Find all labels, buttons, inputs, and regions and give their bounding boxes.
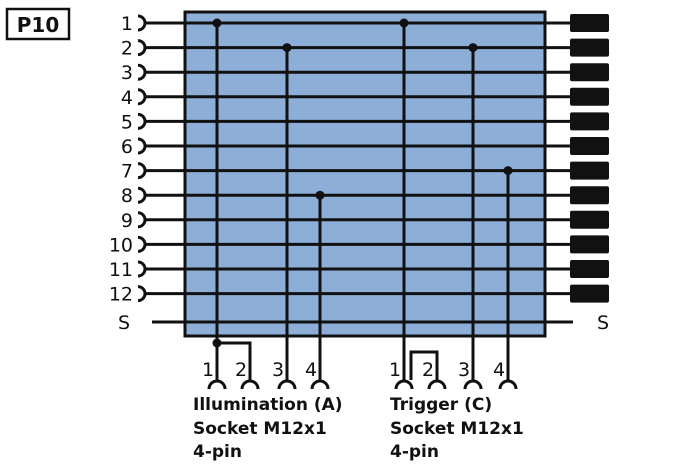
terminal-block-8 [570, 186, 609, 205]
terminal-label-9: 9 [121, 210, 133, 232]
terminal-hook [137, 235, 147, 253]
terminal-block-2 [570, 38, 609, 57]
terminal-label-7: 7 [121, 161, 133, 183]
terminal-panel [183, 10, 547, 338]
connector-a-pin-socket-2 [240, 379, 260, 390]
junction-dot [503, 166, 513, 176]
terminal-block-11 [570, 260, 609, 278]
terminal-block-5 [570, 112, 609, 131]
terminal-hook [137, 137, 147, 155]
terminal-block-6 [570, 137, 609, 155]
terminal-label-11: 11 [109, 259, 133, 281]
connector-a-pin-socket-4 [310, 379, 330, 390]
terminal-hook [137, 63, 147, 81]
terminal-hook [137, 285, 147, 303]
shield-label-left: S [118, 312, 130, 334]
junction-dot [212, 18, 222, 28]
terminal-label-2: 2 [121, 38, 133, 60]
connector-a-pin-label-3: 3 [272, 359, 284, 381]
connector-a-pin-label-4: 4 [305, 359, 317, 381]
connector-a-pin-socket-1 [207, 379, 227, 390]
terminal-block-10 [570, 235, 609, 254]
connector-c-pin-socket-1 [394, 379, 414, 390]
terminal-block-3 [570, 63, 609, 82]
module-badge: P10 [5, 7, 71, 41]
terminal-block-9 [570, 210, 609, 229]
junction-dot [468, 43, 478, 53]
terminal-label-4: 4 [121, 87, 133, 109]
junction-dot [212, 338, 222, 348]
terminal-hook [137, 186, 147, 204]
junction-dot [399, 18, 409, 28]
connector-a-caption-line-3: 4-pin [193, 442, 242, 462]
terminal-block-7 [570, 161, 609, 180]
connector-a-pin-label-1: 1 [202, 359, 214, 381]
connector-c-pin-label-1: 1 [389, 359, 401, 381]
connector-c-pin-socket-3 [463, 379, 483, 390]
terminal-label-8: 8 [121, 185, 133, 207]
badge-label: P10 [17, 13, 60, 37]
terminal-label-3: 3 [121, 62, 133, 84]
connector-c-caption-line-3: 4-pin [390, 442, 439, 462]
connector-c-pin-label-4: 4 [493, 359, 505, 381]
terminal-hook [137, 88, 147, 106]
terminal-label-10: 10 [109, 234, 133, 256]
terminal-hook [137, 39, 147, 57]
connector-a-caption: Illumination (A) Socket M12x1 4-pin [193, 395, 343, 462]
terminal-hook [137, 162, 147, 180]
connector-a-pin-socket-3 [277, 379, 297, 390]
terminal-label-6: 6 [121, 136, 133, 158]
terminal-label-5: 5 [121, 111, 133, 133]
shield-label-right: S [597, 312, 609, 334]
connector-c-pin-label-3: 3 [458, 359, 470, 381]
connector-c-pin-label-2: 2 [422, 359, 434, 381]
connector-a-caption-line-2: Socket M12x1 [193, 419, 327, 439]
terminal-block-1 [570, 14, 609, 32]
connector-c-caption: Trigger (C) Socket M12x1 4-pin [390, 395, 524, 462]
connector-a-pin-label-2: 2 [235, 359, 247, 381]
junction-dot [282, 43, 292, 53]
terminal-hook [137, 14, 147, 32]
terminal-label-1: 1 [121, 13, 133, 35]
connector-a-caption-line-1: Illumination (A) [193, 395, 343, 415]
terminal-label-12: 12 [109, 284, 133, 306]
terminal-hook [137, 112, 147, 130]
connector-c-caption-line-1: Trigger (C) [390, 395, 492, 415]
connector-a-wire-pin-2 [217, 341, 252, 380]
connector-c-pin-socket-4 [498, 379, 518, 390]
connector-wires [212, 18, 513, 380]
terminal-block-12 [570, 284, 609, 303]
terminal-hook [137, 211, 147, 229]
terminal-block-4 [570, 87, 609, 106]
connector-c-wire-pin-2 [409, 350, 439, 380]
connector-c-pin-socket-2 [427, 379, 447, 390]
junction-dot [315, 190, 325, 200]
terminal-hook [137, 260, 147, 278]
connector-c-caption-line-2: Socket M12x1 [390, 419, 524, 439]
